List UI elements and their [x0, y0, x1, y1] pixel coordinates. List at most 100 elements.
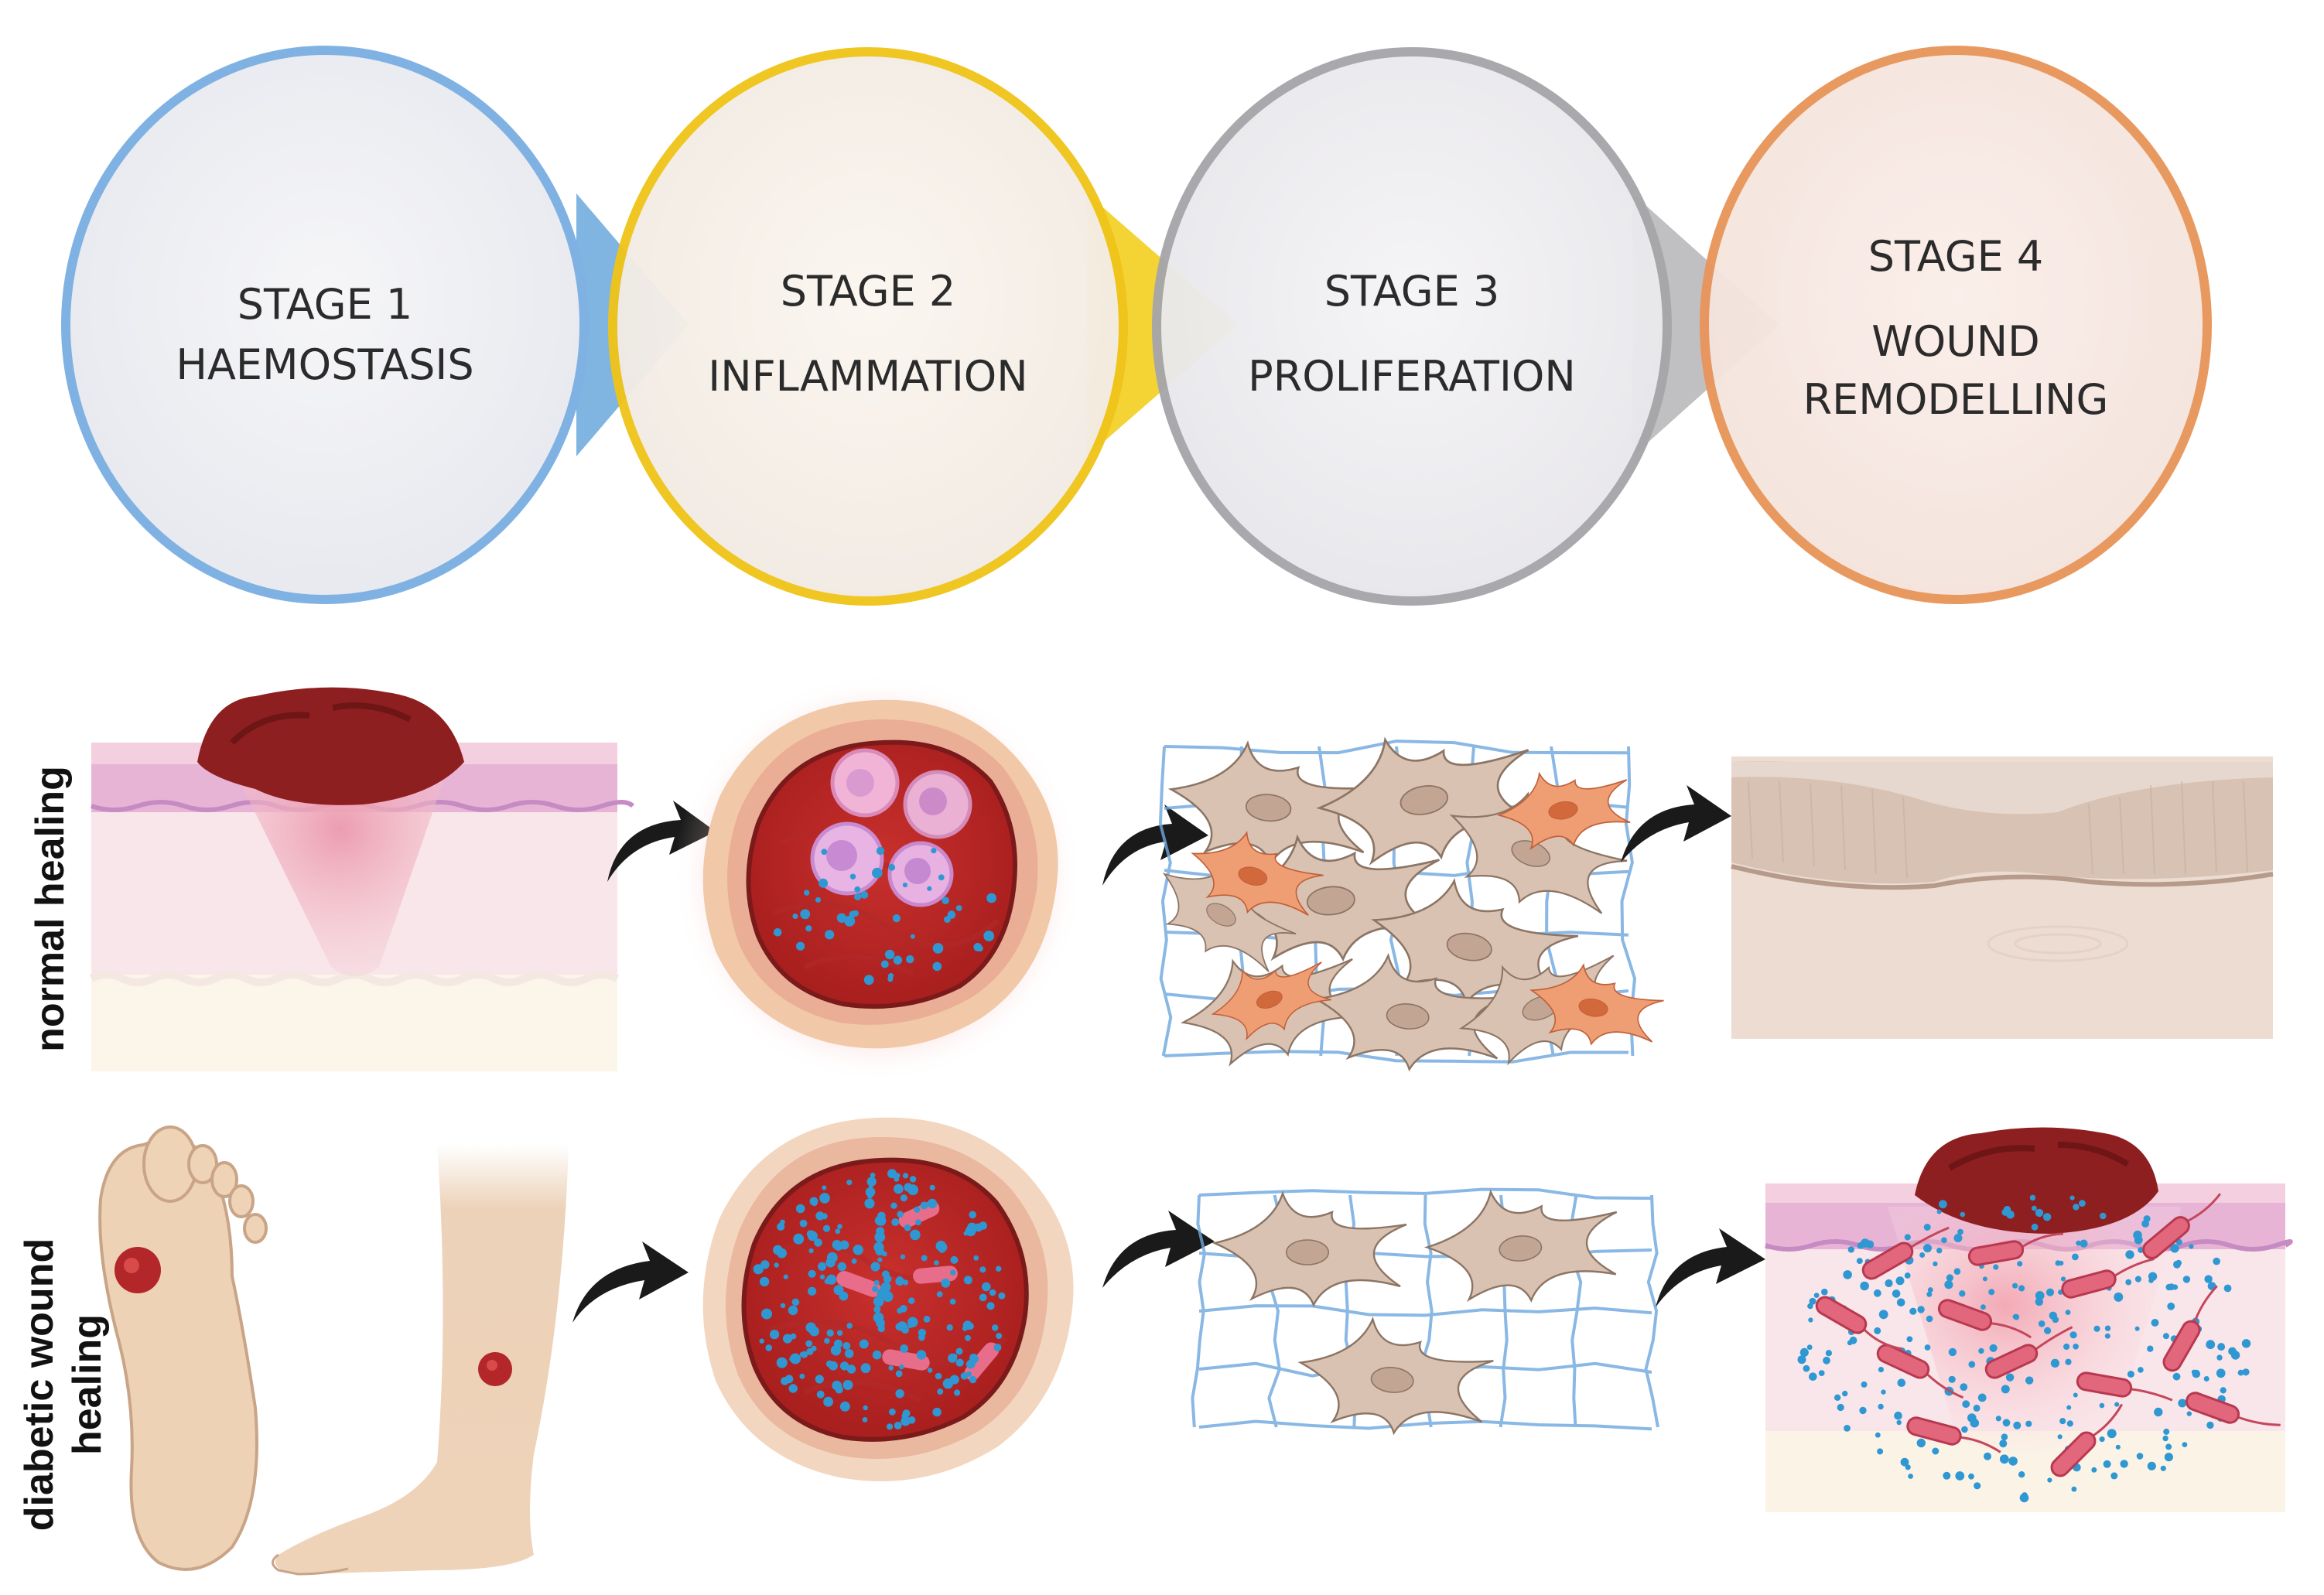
fibroblast-cell	[1497, 771, 1631, 851]
molecule-dot	[1957, 1228, 1963, 1235]
molecule-dot	[2136, 1453, 2144, 1460]
molecule-dot	[823, 1396, 833, 1407]
molecule-dot	[2069, 1195, 2075, 1201]
molecule-dot	[2049, 1311, 2057, 1320]
molecule-dot	[979, 1221, 987, 1230]
molecule-dot	[2216, 1368, 2226, 1378]
molecule-dot	[2045, 1288, 2055, 1296]
molecule-dot	[2025, 1420, 2032, 1427]
molecule-dot	[770, 1330, 780, 1340]
molecule-dot	[1993, 1264, 1999, 1270]
molecule-dot	[888, 1365, 894, 1371]
molecule-dot	[870, 1262, 880, 1272]
molecule-dot	[839, 1240, 849, 1250]
molecule-dot	[2143, 1215, 2151, 1223]
molecule-dot	[908, 1297, 915, 1304]
molecule-dot	[955, 1347, 963, 1355]
stage-4-name-line-2: REMODELLING	[1803, 375, 2109, 424]
stage-3-node: STAGE 3 PROLIFERATION	[1152, 47, 1779, 606]
molecule-dot	[849, 873, 856, 880]
molecule-dot	[776, 1357, 788, 1368]
molecule-dot	[1895, 1276, 1905, 1286]
molecule-dot	[1953, 1268, 1961, 1275]
molecule-dot	[804, 890, 810, 896]
molecule-dot	[969, 1375, 977, 1384]
molecule-dot	[1881, 1389, 1886, 1395]
molecule-dot	[788, 1384, 798, 1393]
molecule-dot	[963, 1276, 972, 1285]
molecule-dot	[1823, 1356, 1830, 1364]
molecule-dot	[2162, 1333, 2169, 1340]
molecule-dot	[1906, 1336, 1913, 1343]
molecule-dot	[950, 1255, 959, 1264]
molecule-dot	[895, 1370, 903, 1378]
molecule-dot	[2220, 1387, 2227, 1394]
molecule-dot	[839, 1361, 849, 1371]
molecule-dot	[2165, 1443, 2172, 1450]
molecule-dot	[2099, 1402, 2105, 1409]
molecule-dot	[927, 1368, 933, 1373]
molecule-dot	[993, 1344, 1002, 1351]
fibroblast-cell	[1423, 1189, 1618, 1303]
molecule-dot	[783, 1274, 788, 1279]
fibroblast-cell	[1211, 961, 1331, 1041]
bacterium	[2076, 1371, 2173, 1402]
molecule-dot	[877, 1257, 883, 1262]
molecule-dot	[1944, 1280, 1953, 1289]
molecule-dot	[983, 931, 995, 941]
molecule-dot	[935, 1372, 942, 1380]
molecule-dot	[946, 1324, 953, 1331]
molecule-dot	[2080, 1239, 2088, 1248]
molecule-dot	[1860, 1281, 1869, 1291]
molecule-dot	[791, 1298, 800, 1306]
molecule-dot	[1842, 1390, 1848, 1397]
molecule-dot	[822, 1185, 827, 1190]
molecule-dot	[2091, 1467, 2097, 1473]
molecule-dot	[927, 1198, 938, 1209]
molecule-dot	[833, 1339, 842, 1348]
molecule-dot	[954, 1389, 961, 1396]
molecule-dot	[819, 1274, 825, 1280]
molecule-dot	[1933, 1261, 1938, 1267]
molecule-dot	[860, 1363, 871, 1374]
bacterium	[1906, 1416, 2001, 1453]
molecule-dot	[2063, 1343, 2070, 1351]
molecule-dot	[825, 930, 835, 940]
molecule-dot	[942, 897, 949, 904]
molecule-dot	[1844, 1425, 1851, 1432]
molecule-dot	[1960, 1211, 1966, 1218]
molecule-dot	[904, 1224, 911, 1231]
molecule-dot	[863, 975, 874, 985]
molecule-dot	[842, 1380, 853, 1390]
molecule-dot	[892, 914, 901, 923]
molecule-dot	[982, 1282, 991, 1292]
molecule-dot	[1946, 1274, 1953, 1282]
molecule-dot	[880, 1282, 891, 1293]
molecule-dot	[973, 1255, 979, 1261]
molecule-dot	[796, 941, 805, 951]
molecule-dot	[938, 874, 945, 881]
molecule-dot	[1926, 1291, 1933, 1297]
bacterium	[1937, 1299, 2032, 1339]
molecule-dot	[938, 1246, 945, 1253]
molecule-dot	[907, 1323, 913, 1328]
molecule-dot	[1999, 1454, 2009, 1464]
molecule-dot	[1849, 1336, 1857, 1344]
fiber-line	[1164, 739, 1629, 755]
molecule-dot	[2217, 1343, 2226, 1351]
molecule-dot	[1973, 1404, 1981, 1412]
normal-inflammation-illustration	[673, 673, 1083, 1083]
molecule-dot	[2167, 1302, 2175, 1310]
molecule-dot	[967, 1222, 977, 1233]
molecule-dot	[1999, 1440, 2008, 1448]
molecule-dot	[875, 1246, 884, 1256]
molecule-dot	[2175, 1259, 2182, 1266]
molecule-dot	[1995, 1416, 2001, 1422]
molecule-dot	[877, 1211, 886, 1221]
molecule-dot	[1896, 1419, 1902, 1426]
molecule-dot	[2073, 1392, 2078, 1398]
molecule-dot	[844, 1349, 854, 1358]
molecule-dot	[1809, 1372, 1817, 1381]
molecule-dot	[2073, 1344, 2079, 1350]
molecule-dot	[996, 1265, 1002, 1272]
